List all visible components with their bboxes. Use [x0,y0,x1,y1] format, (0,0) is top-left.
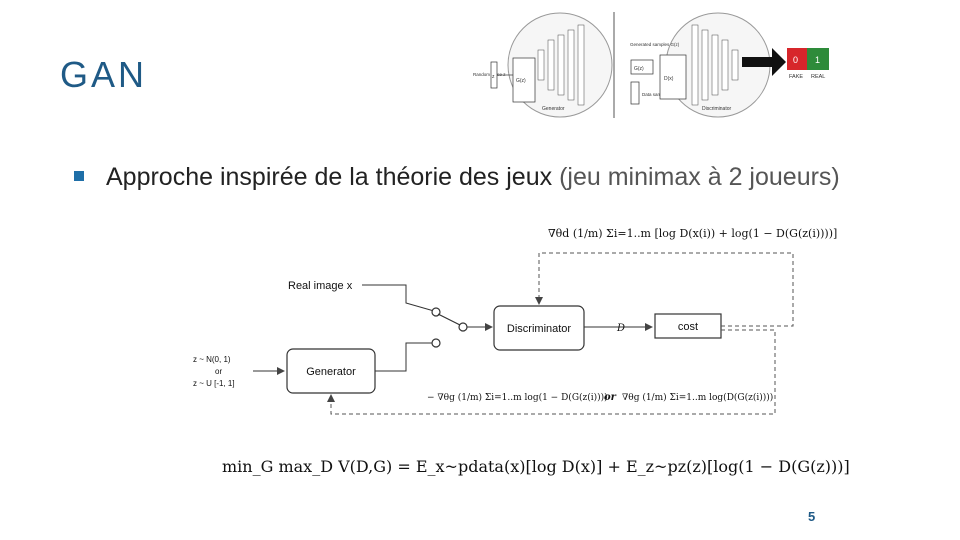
data-sample-box [630,81,640,105]
bullet-main-text: Approche inspirée de la théorie des jeux [106,163,553,191]
gz-label: G(z) [516,78,526,84]
fake-value: 0 [793,55,798,65]
z-normal-label: z ~ N(0, 1) [193,355,231,364]
generator-output-line [375,342,432,372]
generator-gradient-formula-b: ∇θg (1/m) Σi=1..m log(D(G(z(i)))) [622,392,773,403]
dx-label: D(x) [664,76,674,82]
discriminator-label: Discriminator [507,323,572,335]
bullet-note-text: (jeu minimax à 2 joueurs) [559,163,840,191]
z-or-label: or [215,367,222,376]
output-arrow-icon [742,48,786,76]
generator-caption: Generator [542,106,565,112]
real-image-label: Real image x [288,280,353,292]
discriminator-gradient-formula: ∇θd (1/m) Σi=1..m [log D(x(i)) + log(1 −… [548,227,837,240]
fake-output-box [787,48,807,70]
generated-gz-label: G(z) [634,66,644,72]
switch-arm [437,313,461,326]
generator-layers [537,24,585,106]
cost-label: cost [678,321,698,333]
d-output-label: D [616,323,625,334]
slide-title: GAN [60,54,148,95]
z-label: z [492,74,495,80]
gz-box [512,57,536,103]
switch-pivot [458,322,468,332]
discriminator-caption: Discriminator [702,106,732,112]
page-number: 5 [808,509,816,524]
z-uniform-label: z ~ U [-1, 1] [193,379,235,388]
discriminator-feedback-line [535,252,794,327]
fake-label: FAKE [789,74,803,80]
dx-box [659,54,687,100]
generator-label: Generator [306,366,356,378]
real-value: 1 [815,55,820,65]
cost-box [654,313,722,339]
generator-gradient-or: or [604,392,617,403]
generator-feedback-line [327,329,776,415]
discriminator-box [493,305,585,351]
switch-contact-fake [431,338,441,348]
generated-samples-label: Generated samples G(z) [630,42,680,47]
data-samples-label: Data samples x [642,92,674,97]
real-image-line [362,284,435,312]
generated-sample-box [630,59,654,75]
discriminator-layers [691,24,739,106]
bullet-item: Approche inspirée de la théorie des jeux… [74,163,840,192]
real-output-box [807,48,829,70]
real-label: REAL [811,74,825,80]
generator-gradient-formula-a: − ∇θg (1/m) Σi=1..m log(1 − D(G(z(i)))) [427,392,608,403]
random-noise-label: Random noise z [473,72,506,77]
minimax-objective: min_G max_D V(D,G) = E_x~pdata(x)[log D(… [222,457,850,476]
square-bullet-icon [74,171,84,181]
